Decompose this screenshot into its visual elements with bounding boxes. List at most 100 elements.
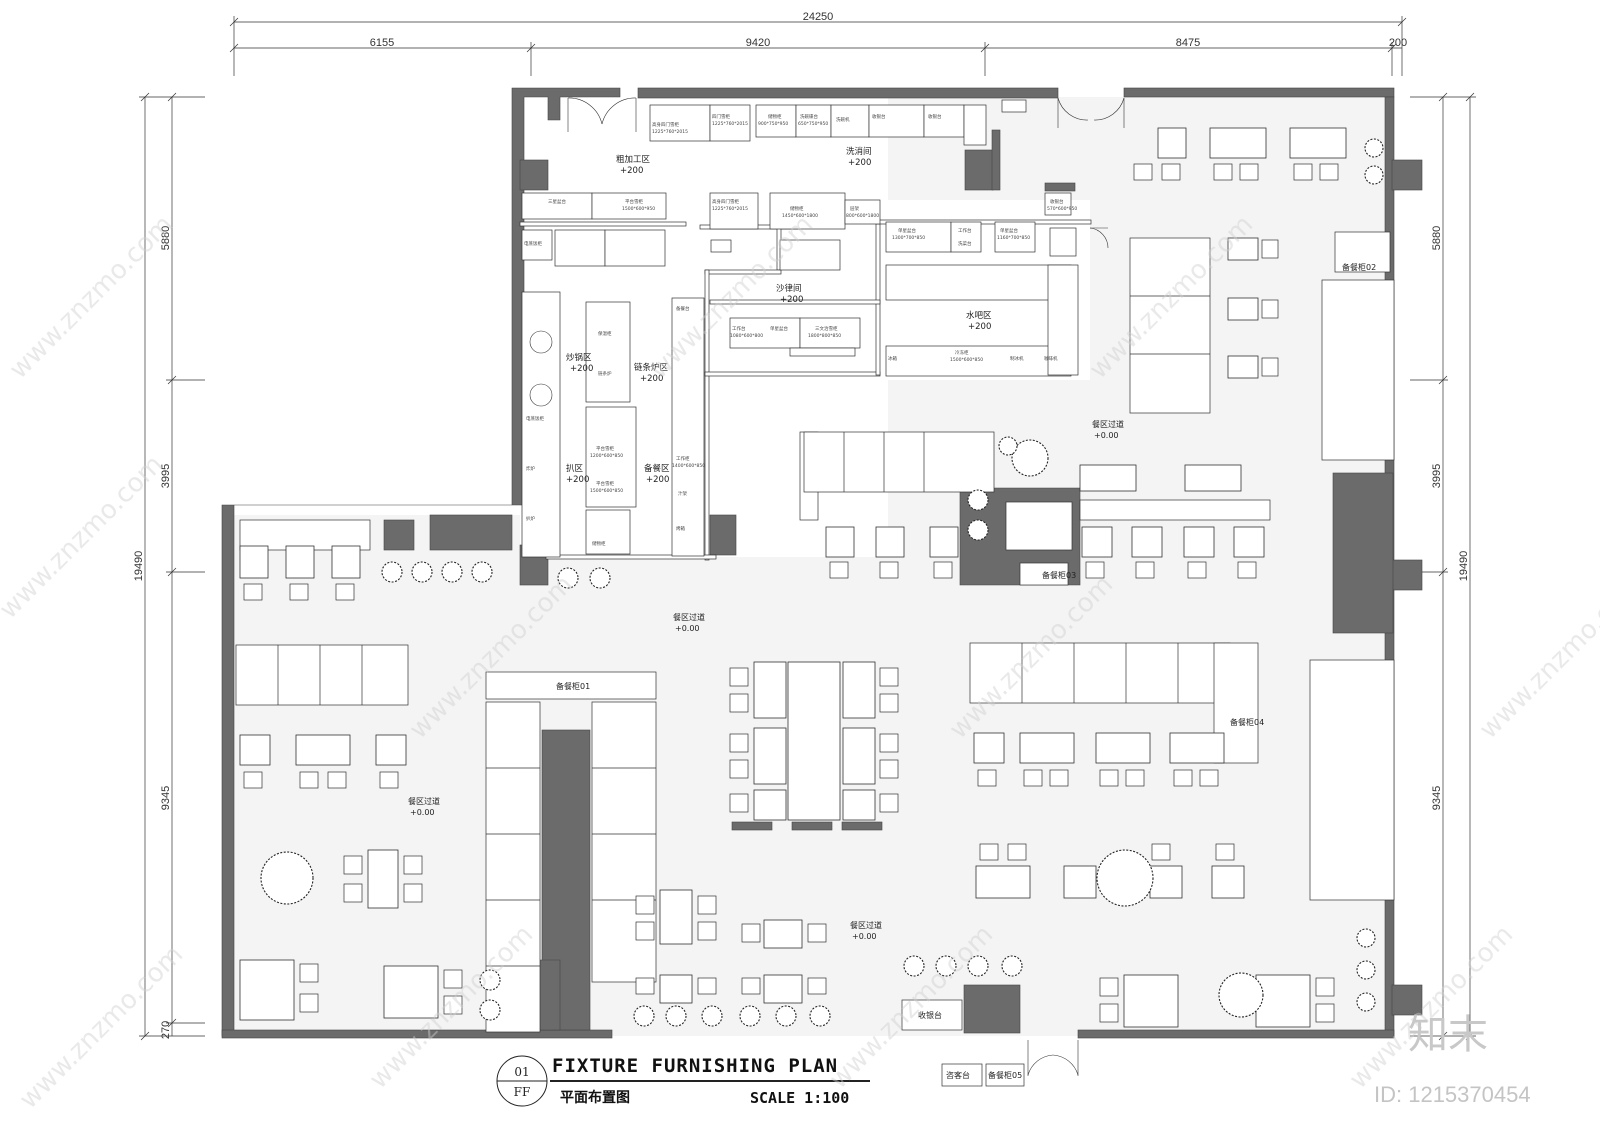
kitchen-zone-labels: 粗加工区 +200 洗消间 +200 沙律间 +200 炒锅区 +200 链条炉…	[566, 146, 992, 485]
aisle-label-center: 餐区过道	[673, 612, 705, 622]
cabinet-05-label: 备餐柜05	[988, 1070, 1022, 1080]
equip-dim-e20: 1500*600*850	[950, 357, 983, 363]
equip-dim-e12: 1160*700*850	[997, 235, 1030, 241]
equip-label-e20: 冷冻柜	[955, 349, 969, 356]
equip-label-e29: 工作柜	[676, 455, 690, 462]
equip-label-e31: 扒炉	[526, 515, 535, 522]
equip-label-e33: 电蒸饭柜	[526, 415, 544, 422]
top-dimensions	[229, 16, 1407, 76]
equip-dim-e17: 1080*600*800	[730, 333, 763, 339]
aisle-level-bottom: +0.00	[852, 932, 877, 941]
title-block: 01 FF FIXTURE FURNISHING PLAN 平面布置图 SCAL…	[496, 1055, 870, 1107]
equip-label-e18: 单星盆台	[770, 325, 788, 332]
equip-dim-e25: 1500*600*850	[590, 488, 623, 494]
zone-pastry-level: +200	[620, 166, 643, 176]
equip-dim-e4: 650*750*950	[798, 121, 828, 127]
equip-label-e11: 洗菜台	[958, 240, 972, 247]
equip-label-e16: 平台雪柜	[625, 198, 643, 205]
dining-structures	[239, 279, 1395, 1034]
equip-dim-e8: 1225*760*2015	[712, 206, 748, 212]
zone-bar-level: +200	[968, 322, 991, 332]
equip-dim-e1: 1225*760*2015	[652, 129, 688, 135]
right-dimensions	[1410, 92, 1476, 1041]
cabinet-04-label: 备餐柜04	[1230, 717, 1264, 727]
watermark-logo: 知末	[1408, 1012, 1488, 1058]
equip-label-cashier-k: 收银台	[928, 113, 942, 120]
title-bubble-sheet: FF	[514, 1085, 531, 1099]
watermark-site-2: www.znzmo.com	[0, 450, 169, 625]
dim-right-total: 19490	[1458, 551, 1470, 582]
dim-top-seg-4: 200	[1389, 37, 1407, 49]
dim-left-seg-2: 3995	[160, 464, 172, 488]
plants	[260, 138, 1384, 1027]
drawing-subtitle: 平面布置图	[560, 1089, 630, 1106]
zone-grill-level: +200	[566, 475, 589, 485]
dining-tables	[239, 127, 1347, 1028]
kitchen-equipment	[521, 99, 1079, 558]
equip-dim-e29: 1400*600*850	[672, 463, 705, 469]
zone-wash-level: +200	[848, 158, 871, 168]
dim-right-seg-3: 9345	[1431, 786, 1443, 810]
zone-prep-level: +200	[646, 475, 669, 485]
equip-label-e5: 洗碗机	[836, 116, 850, 123]
zone-grill: 扒区	[566, 463, 584, 474]
equip-label-e10: 单星盆台	[898, 227, 916, 234]
dim-top-seg-3: 8475	[1176, 37, 1200, 49]
dim-left-seg-3: 9345	[160, 786, 172, 810]
dim-left-seg-4: 270	[160, 1021, 172, 1039]
equip-label-e24: 平台雪柜	[596, 445, 614, 452]
zone-prep: 备餐区	[644, 463, 670, 474]
aisle-level-center: +0.00	[675, 624, 700, 633]
equip-dim-e10: 1300*700*850	[892, 235, 925, 241]
equip-label-e17: 工作台	[732, 325, 746, 332]
zone-wash: 洗消间	[846, 146, 872, 157]
equip-label-e8: 高身四门雪柜	[712, 198, 739, 205]
doors	[567, 97, 1125, 1076]
equip-dim-e16: 1500*600*950	[622, 206, 655, 212]
booth-benches	[235, 231, 1391, 1033]
dining-labels: 餐区过道 +0.00 餐区过道 +0.00 餐区过道 +0.00 餐区过道 +0…	[408, 262, 1376, 1087]
equip-label-e25: 平台雪柜	[596, 480, 614, 487]
cabinet-01-label: 备餐柜01	[556, 681, 590, 691]
zone-pastry: 粗加工区	[616, 154, 651, 165]
dim-right-seg-1: 5880	[1431, 226, 1443, 250]
dim-left-total: 19490	[133, 551, 145, 582]
equip-label-e19: 三文治雪柜	[815, 325, 838, 332]
equip-dim-e3: 900*750*950	[758, 121, 788, 127]
cabinet-03-label: 备餐柜03	[1042, 570, 1076, 580]
equip-label-e32: 汁架	[678, 490, 687, 497]
zone-chain-oven-level: +200	[640, 374, 663, 384]
equip-label-e28: 备餐台	[676, 305, 690, 312]
watermark-site-1: www.znzmo.com	[4, 210, 179, 385]
aisle-label-bottom: 餐区过道	[850, 920, 882, 930]
equip-label-e26: 保温柜	[598, 330, 612, 337]
equip-label-e22: 制冰机	[1010, 355, 1024, 362]
zone-wok: 炒锅区	[566, 352, 592, 363]
dim-top-total: 24250	[803, 11, 834, 23]
drawing-title: FIXTURE FURNISHING PLAN	[552, 1055, 838, 1077]
equip-label-e27: 链条炉	[598, 370, 612, 377]
dim-top-seg-1: 6155	[370, 37, 394, 49]
aisle-label-left: 餐区过道	[408, 796, 440, 806]
zone-bar: 水吧区	[966, 310, 992, 321]
equip-label-e2: 四门雪柜	[712, 113, 730, 120]
equip-label-e14: 电蒸饭柜	[524, 240, 542, 247]
watermark-site-10: www.znzmo.com	[1474, 570, 1600, 745]
equip-label-e15: 三星盆台	[548, 198, 566, 205]
aisle-level-left: +0.00	[410, 808, 435, 817]
equip-dim-e19: 1800*800*850	[808, 333, 841, 339]
cashier-label: 收银台	[918, 1010, 942, 1020]
equip-label-e6: 层架	[850, 206, 859, 212]
equip-label-e9: 工作台	[958, 227, 972, 234]
equip-label-e21: 咖啡机	[1044, 355, 1058, 362]
zone-wok-level: +200	[570, 364, 593, 374]
aisle-level-right: +0.00	[1094, 431, 1119, 440]
zone-salad: 沙律间	[776, 283, 802, 294]
equip-label-e12: 单星盆台	[1000, 227, 1018, 234]
equip-dim-e6: 800*600*1800	[846, 213, 879, 219]
equip-label-cashier-k2: 收银台	[1050, 198, 1064, 205]
equip-dim-e7: 1450*600*1800	[782, 213, 818, 219]
equip-label-e1: 高身四门雪柜	[652, 121, 679, 128]
equip-label-e30: 炸炉	[526, 465, 535, 472]
